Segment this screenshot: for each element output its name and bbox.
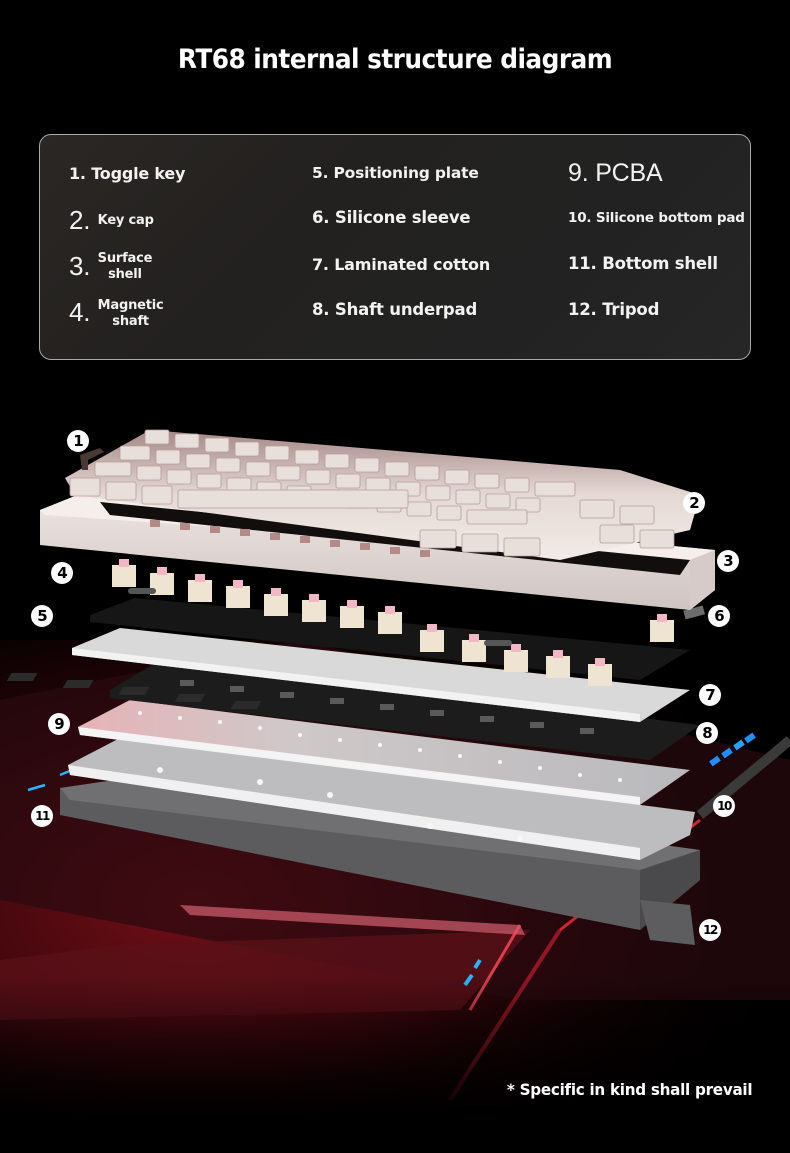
legend-number: 2.: [69, 205, 91, 235]
page-title: RT68 internal structure diagram: [177, 44, 613, 75]
legend-panel: 1. Toggle key 2. Key cap 3. Surface shel…: [39, 134, 751, 360]
callout-7-laminated-cotton: 7: [699, 684, 721, 706]
legend-item-pcba: 9. PCBA: [568, 159, 663, 188]
legend-number: 6.: [312, 208, 330, 227]
legend-number: 12.: [568, 300, 597, 319]
legend-number: 8.: [312, 300, 330, 319]
callout-4-magnetic-shaft: 4: [51, 562, 73, 584]
legend-item-shaft-underpad: 8. Shaft underpad: [312, 300, 477, 319]
legend-label: Silicone bottom pad: [595, 210, 745, 226]
legend-label: Bottom shell: [602, 254, 718, 273]
callout-6-silicone-sleeve: 6: [708, 605, 730, 627]
legend-label: Positioning plate: [333, 164, 479, 182]
exploded-diagram: 1 2 3 4 5 6 7 8 9 10 11 12: [0, 380, 790, 1120]
legend-label: Tripod: [602, 300, 660, 319]
legend-number: 9.: [568, 159, 589, 187]
callout-12-tripod: 12: [699, 919, 721, 941]
legend-label: PCBA: [595, 159, 663, 187]
callout-1-toggle-key: 1: [67, 430, 89, 452]
legend-label: Shaft underpad: [334, 300, 478, 319]
callout-9-pcba: 9: [48, 713, 70, 735]
legend-item-key-cap: 2. Key cap: [69, 205, 154, 236]
callout-5-positioning-plate: 5: [31, 605, 53, 627]
keyboard-exploded-illustration: [0, 429, 790, 1120]
callout-3-surface-shell: 3: [717, 550, 739, 572]
legend-label: Key cap: [97, 213, 154, 228]
legend-number: 3.: [69, 251, 91, 281]
disclaimer-footnote: * Specific in kind shall prevail: [506, 1080, 753, 1099]
legend-number: 7.: [312, 255, 329, 274]
keycaps: [65, 429, 700, 560]
legend-label-line1: Magnetic: [97, 298, 164, 313]
callout-2-key-cap: 2: [683, 492, 705, 514]
callout-10-silicone-bottom-pad: 10: [713, 795, 735, 817]
legend-item-bottom-shell: 11. Bottom shell: [568, 254, 718, 273]
legend-item-tripod: 12. Tripod: [568, 300, 659, 319]
legend-item-silicone-sleeve: 6. Silicone sleeve: [312, 208, 471, 227]
legend-number: 4.: [69, 297, 91, 327]
legend-label-line2: shell: [108, 267, 142, 282]
legend-item-positioning-plate: 5. Positioning plate: [312, 164, 479, 182]
legend-label-line2: shaft: [112, 314, 149, 329]
legend-number: 1.: [69, 164, 86, 183]
legend-item-silicone-bottom-pad: 10. Silicone bottom pad: [568, 210, 745, 226]
callout-8-shaft-underpad: 8: [696, 722, 718, 744]
legend-item-surface-shell: 3. Surface shell: [69, 251, 152, 283]
legend-number: 11.: [568, 254, 597, 273]
legend-label: Toggle key: [91, 164, 186, 183]
legend-number: 5.: [312, 164, 329, 182]
callout-11-bottom-shell: 11: [31, 805, 53, 827]
legend-item-magnetic-shaft: 4. Magnetic shaft: [69, 297, 164, 330]
legend-item-laminated-cotton: 7. Laminated cotton: [312, 255, 490, 274]
switches: [112, 559, 674, 686]
legend-number: 10.: [568, 210, 592, 226]
legend-label: Laminated cotton: [334, 255, 491, 274]
legend-label-line1: Surface: [97, 251, 153, 266]
legend-item-toggle-key: 1. Toggle key: [69, 164, 185, 183]
legend-label: Silicone sleeve: [334, 208, 471, 227]
